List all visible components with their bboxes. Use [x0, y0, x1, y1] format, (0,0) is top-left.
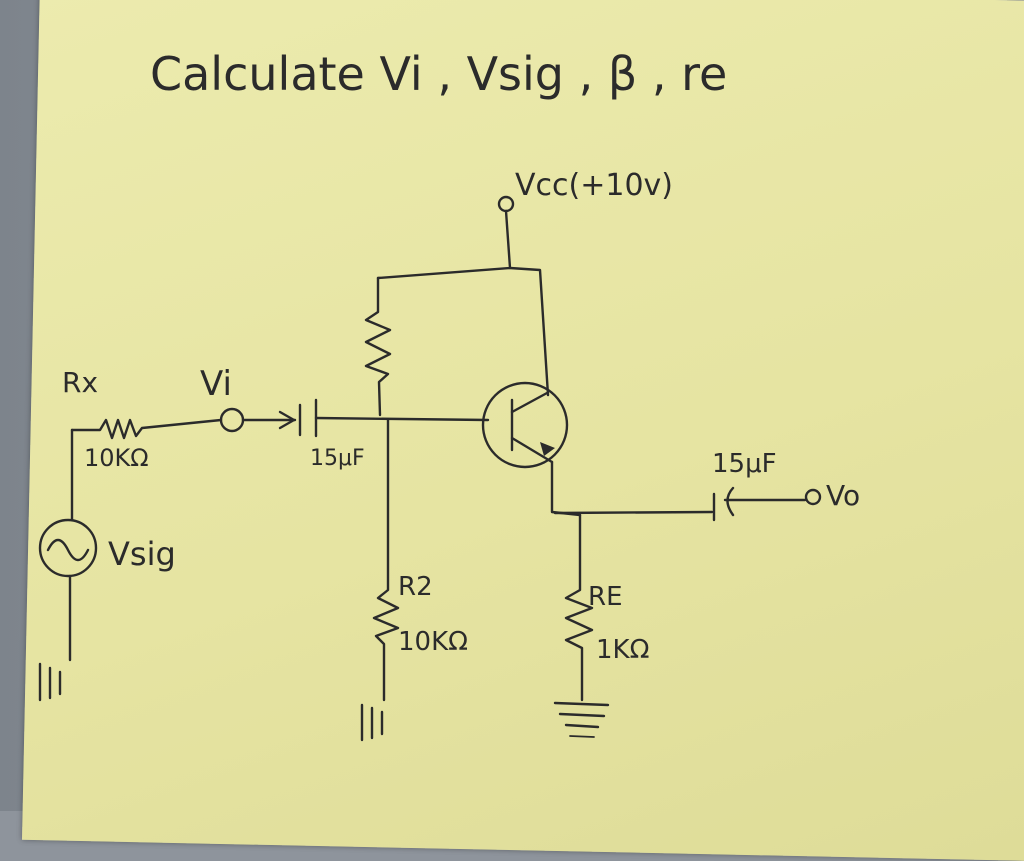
collector-wire	[508, 266, 550, 397]
re-label: RE	[588, 582, 623, 612]
vcc-label: Vcc(+10v)	[515, 168, 673, 203]
r2-resistor	[372, 418, 400, 702]
re-ground-line-2	[558, 712, 606, 718]
vsig-label: Vsig	[108, 535, 176, 573]
cap-in-label: 15μF	[310, 446, 365, 471]
re-ground-line-4	[569, 735, 595, 738]
cap-in-arrow-icon	[278, 410, 296, 430]
vo-terminal	[804, 488, 822, 506]
rx-resistor	[70, 418, 223, 440]
transistor-collector-lead	[510, 391, 549, 414]
vcc-terminal	[497, 195, 515, 213]
emitter-arrow-icon	[540, 442, 555, 456]
emitter-wire	[550, 460, 582, 517]
r1-resistor	[364, 276, 392, 417]
npn-transistor	[481, 381, 569, 469]
re-ground-line-1	[553, 701, 610, 707]
re-ground-line-3	[564, 723, 600, 729]
vi-label: Vi	[200, 364, 232, 404]
output-wire	[553, 510, 714, 515]
title-text: Calculate Vi , Vsig , β , re	[150, 47, 727, 101]
vcc-wire	[376, 209, 512, 280]
sine-wave-icon	[46, 538, 90, 562]
r2-value-label: 10KΩ	[398, 627, 468, 657]
rx-value-label: 10KΩ	[84, 444, 149, 472]
re-resistor	[564, 513, 594, 702]
r2-label: R2	[398, 572, 433, 602]
base-wire	[314, 416, 490, 422]
re-value-label: 1KΩ	[596, 635, 649, 665]
cap-out-plate-2	[726, 486, 735, 517]
transistor-emitter-lead	[510, 436, 554, 464]
cap-out-label: 15μF	[712, 449, 777, 479]
vi-terminal	[219, 407, 245, 433]
rx-label: Rx	[62, 366, 98, 399]
vsig-source	[38, 518, 98, 578]
vo-label: Vo	[826, 479, 860, 512]
circuit-schematic: Calculate Vi , Vsig , β , re Vcc(+10v) 1…	[38, 47, 860, 742]
